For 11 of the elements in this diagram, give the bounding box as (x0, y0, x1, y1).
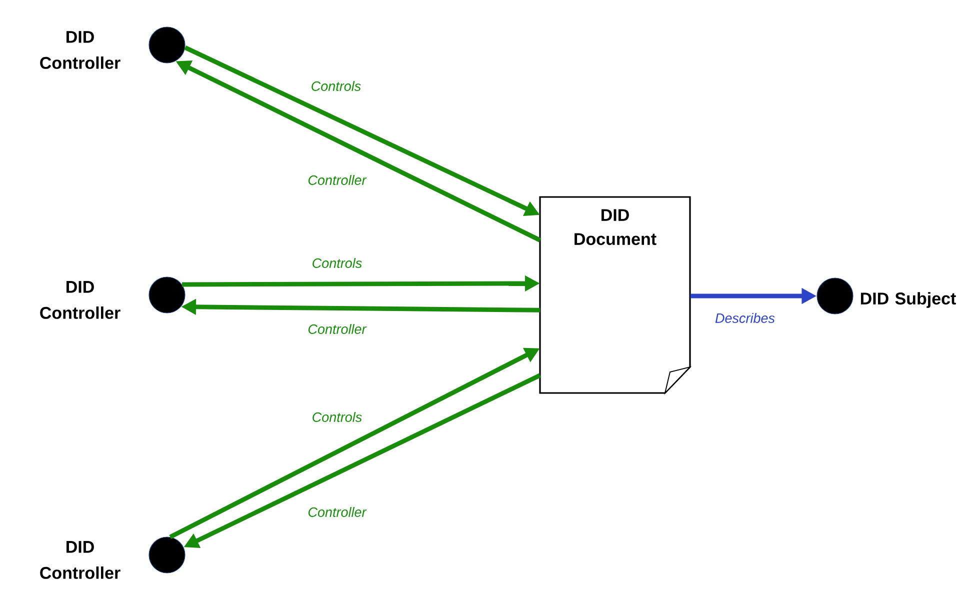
edge-label: Describes (714, 312, 776, 324)
edge-label: Controls (310, 80, 362, 92)
node-label: DID Subject (860, 292, 956, 308)
edge-label: Controller (306, 323, 368, 335)
edge-label: Controls (310, 257, 364, 269)
node-label: DID Controller (40, 281, 120, 319)
edge-label: Controls (310, 411, 364, 423)
node-label: DID Controller (40, 31, 120, 69)
edge-label: Controller (306, 174, 368, 186)
node-label: DID Controller (40, 541, 120, 579)
edge-label: Controller (306, 506, 368, 518)
